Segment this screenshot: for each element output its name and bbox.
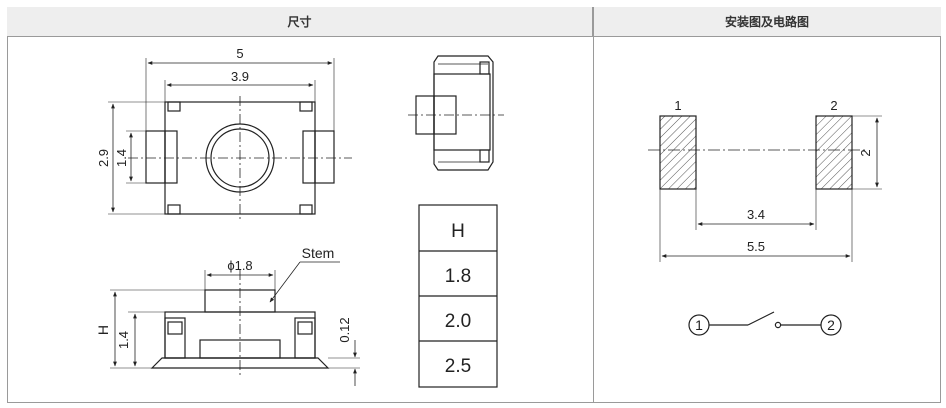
end-view <box>408 55 504 171</box>
h-table-cell: 2.0 <box>445 311 471 332</box>
dim-h: H <box>95 325 111 335</box>
top-view <box>108 58 352 220</box>
dimensions-header: 尺寸 <box>7 7 593 37</box>
pad-2 <box>815 115 853 190</box>
dim-top-width: 5 <box>236 46 243 61</box>
dim-012: 0.12 <box>337 317 352 342</box>
switch-contact <box>774 321 782 329</box>
right-pin <box>314 130 335 184</box>
right-pin-inner <box>302 130 316 184</box>
dim-stem-diameter: ϕ1.8 <box>227 258 252 273</box>
pin-2-label: 2 <box>827 317 835 333</box>
dim-pad-height: 2 <box>858 149 873 156</box>
dim-height: 2.9 <box>96 149 111 167</box>
pad-2-label: 2 <box>830 98 837 113</box>
left-pin-inner <box>164 130 178 184</box>
dim-inner-width: 3.9 <box>231 69 249 84</box>
corner-tab <box>299 204 313 215</box>
pin-1-label: 1 <box>695 317 703 333</box>
corner-tab <box>167 101 181 112</box>
pad-1 <box>659 115 697 190</box>
installation-header: 安装图及电路图 <box>593 7 941 37</box>
left-pin <box>145 130 166 184</box>
dim-outer-span: 5.5 <box>747 239 765 254</box>
base-plate <box>150 357 330 369</box>
h-table-cell: 1.8 <box>445 266 471 287</box>
front-view <box>110 261 360 386</box>
corner-tab <box>299 101 313 112</box>
dim-side-14: 1.4 <box>116 331 131 349</box>
corner-tab <box>167 204 181 215</box>
h-table-header: H <box>451 221 465 242</box>
h-table-cell: 2.5 <box>445 356 471 377</box>
pcb-footprint <box>648 115 882 262</box>
stem-label: Stem <box>302 245 335 261</box>
h-table <box>418 204 498 388</box>
pad-1-label: 1 <box>674 98 681 113</box>
dim-inner-span: 3.4 <box>747 207 765 222</box>
switch-lever <box>747 311 775 326</box>
column-divider <box>593 7 594 403</box>
circuit-diagram <box>688 311 842 336</box>
dim-pin-height: 1.4 <box>114 149 129 167</box>
